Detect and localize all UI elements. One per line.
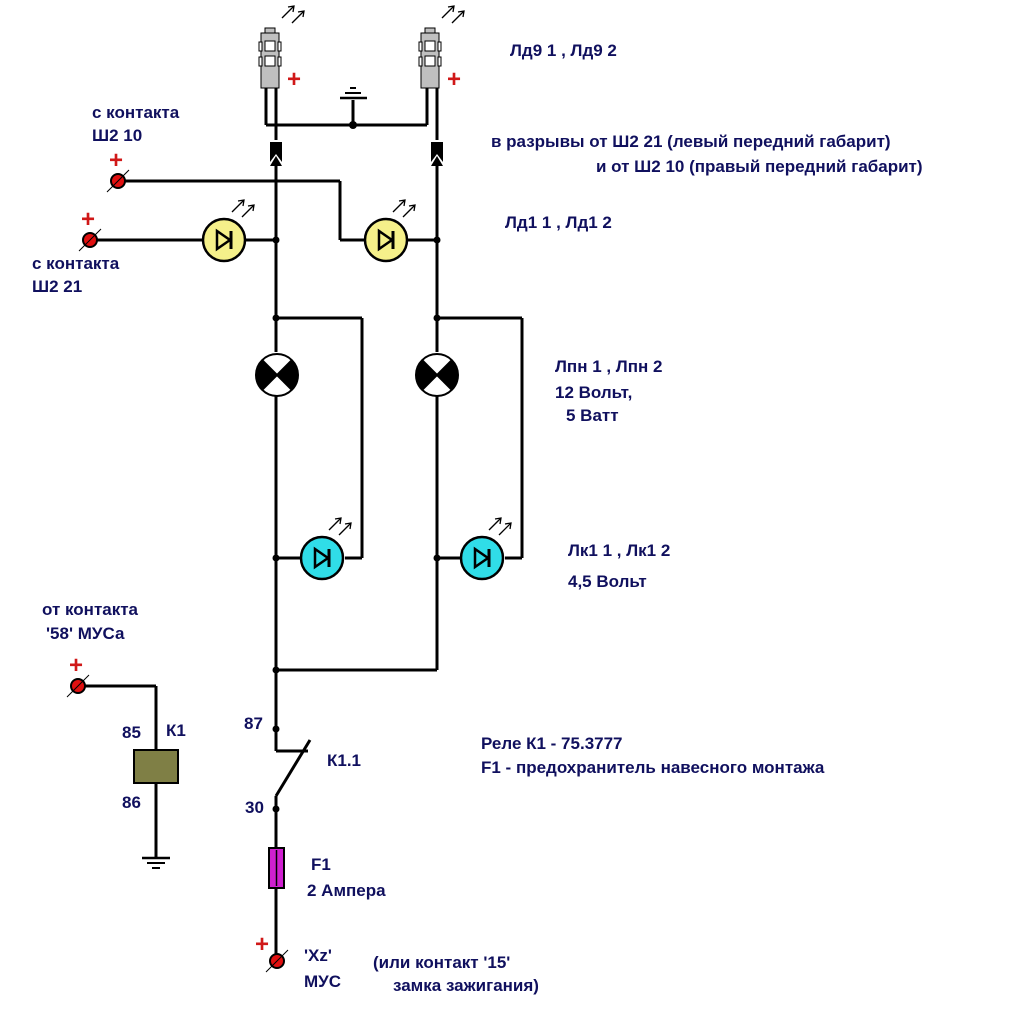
connector-arrow-icon bbox=[270, 142, 282, 166]
wire bbox=[264, 88, 439, 140]
plus-sign: + bbox=[447, 66, 461, 93]
label-pin-85: 85 bbox=[122, 723, 141, 742]
led-ld1-2 bbox=[363, 217, 409, 263]
label-ignition-line2: замка зажигания) bbox=[393, 976, 539, 995]
label-mus58-line1: от контакта bbox=[42, 600, 139, 619]
label-lpn-line1: Лпн 1 , Лпн 2 bbox=[555, 357, 662, 376]
light-arrows-icon bbox=[281, 5, 305, 24]
label-lk1-line2: 4,5 Вольт bbox=[568, 572, 647, 591]
label-pin-30: 30 bbox=[245, 798, 264, 817]
ground-icon bbox=[142, 856, 170, 869]
label-ld9: Лд9 1 , Лд9 2 bbox=[510, 41, 617, 60]
label-contact-sh2-10-line2: Ш2 10 bbox=[92, 126, 142, 145]
led-ld1-1 bbox=[201, 217, 247, 263]
label-pin-87: 87 bbox=[244, 714, 263, 733]
plus-sign: + bbox=[109, 147, 123, 174]
label-fuse-rating: 2 Ампера bbox=[307, 881, 386, 900]
label-lpn-line3: 5 Ватт bbox=[566, 406, 619, 425]
ground-icon bbox=[340, 87, 367, 100]
light-arrows-icon bbox=[488, 517, 512, 536]
terminal-xz bbox=[265, 949, 289, 973]
light-arrows-icon bbox=[328, 517, 352, 536]
label-breaks-line2: и от Ш2 10 (правый передний габарит) bbox=[596, 157, 923, 176]
relay-coil-k1 bbox=[133, 749, 179, 784]
lamp-lpn-2 bbox=[414, 353, 460, 397]
label-contact-sh2-10-line1: с контакта bbox=[92, 103, 180, 122]
light-arrows-icon bbox=[441, 5, 465, 24]
label-relay-k1: К1 bbox=[166, 721, 186, 740]
connector-arrow-icon bbox=[431, 142, 443, 166]
label-xz-line2: МУС bbox=[304, 972, 341, 991]
led-lk1-1 bbox=[299, 535, 345, 581]
led-lamp-ld9-2 bbox=[418, 27, 442, 89]
label-fuse-name: F1 bbox=[311, 855, 331, 874]
label-xz-line1: 'Xz' bbox=[304, 946, 332, 965]
label-lpn-line2: 12 Вольт, bbox=[555, 383, 632, 402]
label-ld1: Лд1 1 , Лд1 2 bbox=[505, 213, 612, 232]
fuse-f1 bbox=[268, 847, 285, 889]
label-ignition-line1: (или контакт '15' bbox=[373, 953, 510, 972]
plus-sign: + bbox=[69, 652, 83, 679]
label-breaks-line1: в разрывы от Ш2 21 (левый передний габар… bbox=[491, 132, 891, 151]
led-lamp-ld9-1 bbox=[258, 27, 282, 89]
label-mus58-line2: '58' МУСа bbox=[46, 624, 125, 643]
light-arrows-icon bbox=[392, 199, 416, 218]
junction-dots bbox=[272, 236, 441, 813]
plus-sign: + bbox=[255, 931, 269, 958]
label-relay-note-line1: Реле К1 - 75.3777 bbox=[481, 734, 623, 753]
label-pin-86: 86 bbox=[122, 793, 141, 812]
wire bbox=[78, 165, 524, 960]
light-arrows-icon bbox=[231, 199, 255, 218]
label-relay-note-line2: F1 - предохранитель навесного монтажа bbox=[481, 758, 825, 777]
label-contact-sh2-21-line1: с контакта bbox=[32, 254, 120, 273]
label-contact-sh2-21-line2: Ш2 21 bbox=[32, 277, 82, 296]
plus-sign: + bbox=[287, 66, 301, 93]
plus-sign: + bbox=[81, 206, 95, 233]
label-lk1-line1: Лк1 1 , Лк1 2 bbox=[568, 541, 670, 560]
lamp-lpn-1 bbox=[254, 353, 300, 397]
led-lk1-2 bbox=[459, 535, 505, 581]
label-relay-contact: К1.1 bbox=[327, 751, 361, 770]
junction-dot bbox=[349, 121, 357, 129]
